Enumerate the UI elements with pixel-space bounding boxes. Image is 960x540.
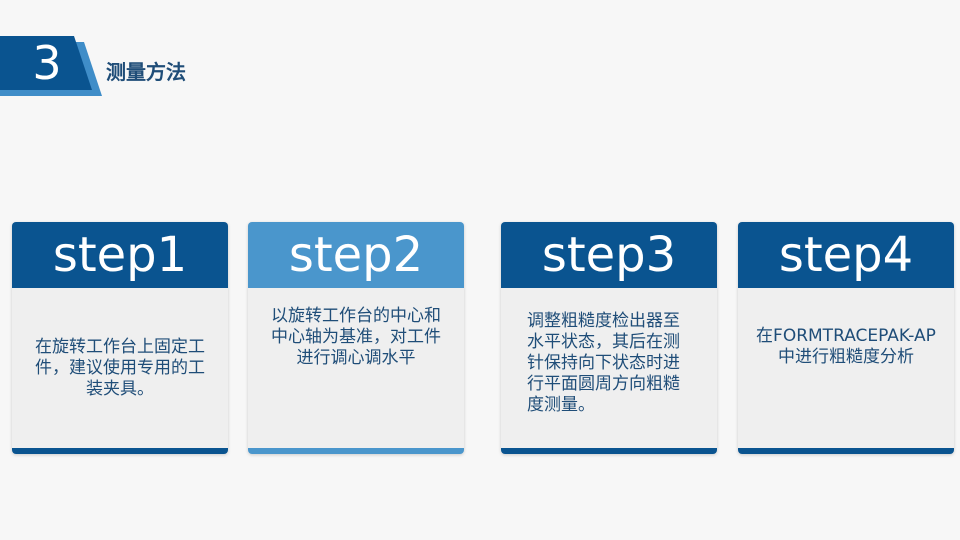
step-card-4: step4 在FORMTRACEPAK-AP中进行粗糙度分析 xyxy=(738,222,954,454)
step-card-2-footer-bar xyxy=(248,448,464,454)
step-card-4-text: 在FORMTRACEPAK-AP中进行粗糙度分析 xyxy=(756,326,936,367)
section-number: 3 xyxy=(32,36,62,90)
step-card-4-footer-bar xyxy=(738,448,954,454)
step-card-2-header: step2 xyxy=(248,222,464,288)
step-card-3-footer-bar xyxy=(501,448,717,454)
section-title: 测量方法 xyxy=(106,60,186,84)
step-card-4-body: 在FORMTRACEPAK-AP中进行粗糙度分析 xyxy=(738,288,954,448)
step-card-4-header: step4 xyxy=(738,222,954,288)
step-card-3: step3 调整粗糙度检出器至水平状态，其后在测针保持向下状态时进行平面圆周方向… xyxy=(501,222,717,454)
step-card-1-header: step1 xyxy=(12,222,228,288)
step-card-3-body: 调整粗糙度检出器至水平状态，其后在测针保持向下状态时进行平面圆周方向粗糙度测量。 xyxy=(501,288,717,448)
step-card-1-body: 在旋转工作台上固定工件，建议使用专用的工装夹具。 xyxy=(12,288,228,448)
section-header-badge xyxy=(0,36,92,90)
step-card-2-text: 以旋转工作台的中心和中心轴为基准，对工件进行调心调水平 xyxy=(271,305,441,368)
step-card-1-footer-bar xyxy=(12,448,228,454)
step-card-1: step1 在旋转工作台上固定工件，建议使用专用的工装夹具。 xyxy=(12,222,228,454)
step-card-3-header: step3 xyxy=(501,222,717,288)
step-card-1-text: 在旋转工作台上固定工件，建议使用专用的工装夹具。 xyxy=(35,336,205,399)
step-card-2: step2 以旋转工作台的中心和中心轴为基准，对工件进行调心调水平 xyxy=(248,222,464,454)
step-card-3-text: 调整粗糙度检出器至水平状态，其后在测针保持向下状态时进行平面圆周方向粗糙度测量。 xyxy=(527,310,680,415)
step-card-2-body: 以旋转工作台的中心和中心轴为基准，对工件进行调心调水平 xyxy=(248,288,464,448)
